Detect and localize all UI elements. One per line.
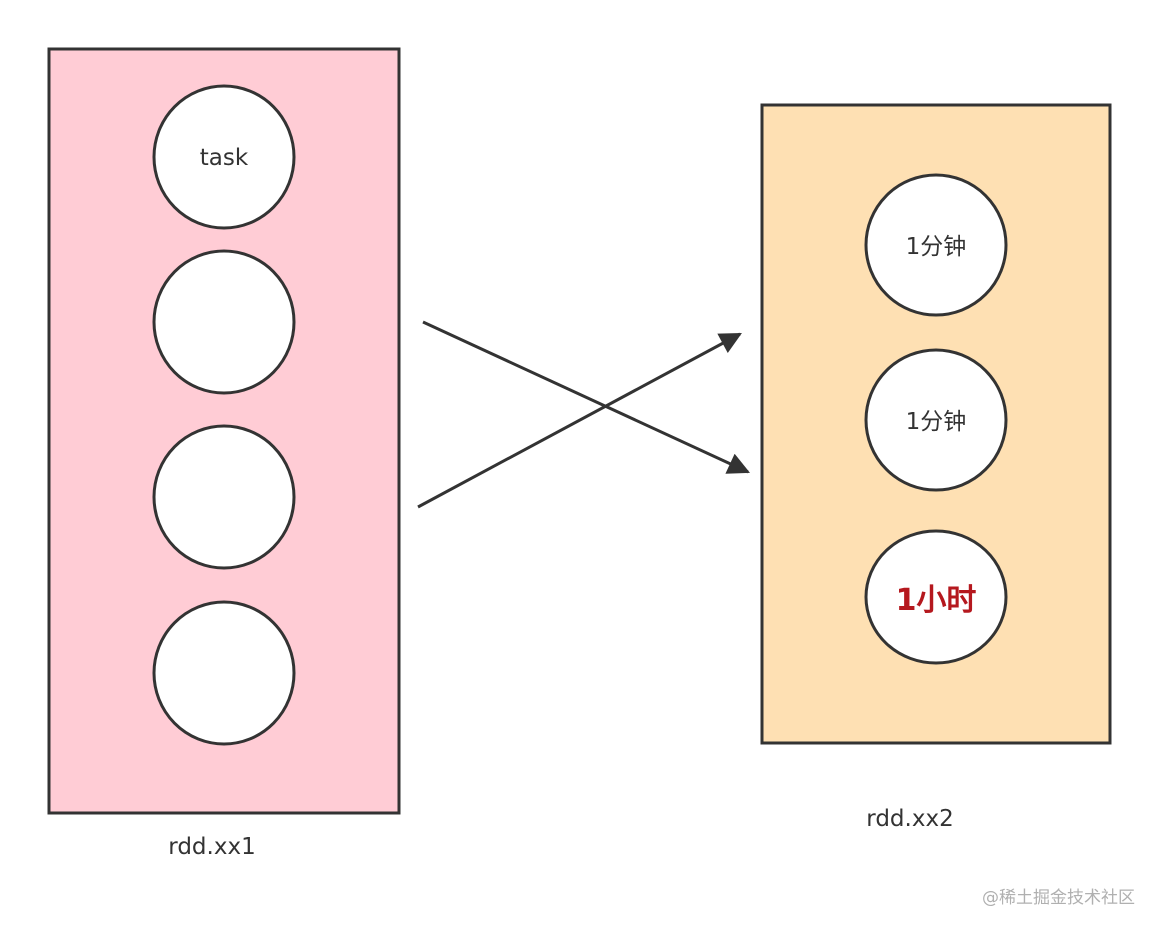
- right-partition-label: rdd.xx2: [866, 806, 953, 832]
- task-node: [152, 84, 296, 230]
- task-label: task: [200, 145, 249, 171]
- task-node: [864, 348, 1008, 492]
- task-duration-label: 1分钟: [906, 234, 967, 260]
- shuffle-arrows: [417, 320, 750, 509]
- arrow-down-right: [422, 320, 750, 474]
- task-node: [152, 249, 296, 395]
- right-partition-group: 1分钟 1分钟 1小时 rdd.xx2: [760, 103, 1112, 832]
- left-partition-label: rdd.xx1: [168, 834, 255, 860]
- task-duration-label-highlight: 1小时: [896, 583, 977, 618]
- task-node-slow: [864, 529, 1008, 665]
- task-node: [864, 173, 1008, 317]
- watermark: @稀土掘金技术社区: [982, 888, 1135, 908]
- task-duration-label: 1分钟: [906, 409, 967, 435]
- task-node: [152, 600, 296, 746]
- arrow-up-right: [417, 332, 742, 509]
- left-partition-group: task rdd.xx1: [47, 47, 401, 860]
- task-node: [152, 424, 296, 570]
